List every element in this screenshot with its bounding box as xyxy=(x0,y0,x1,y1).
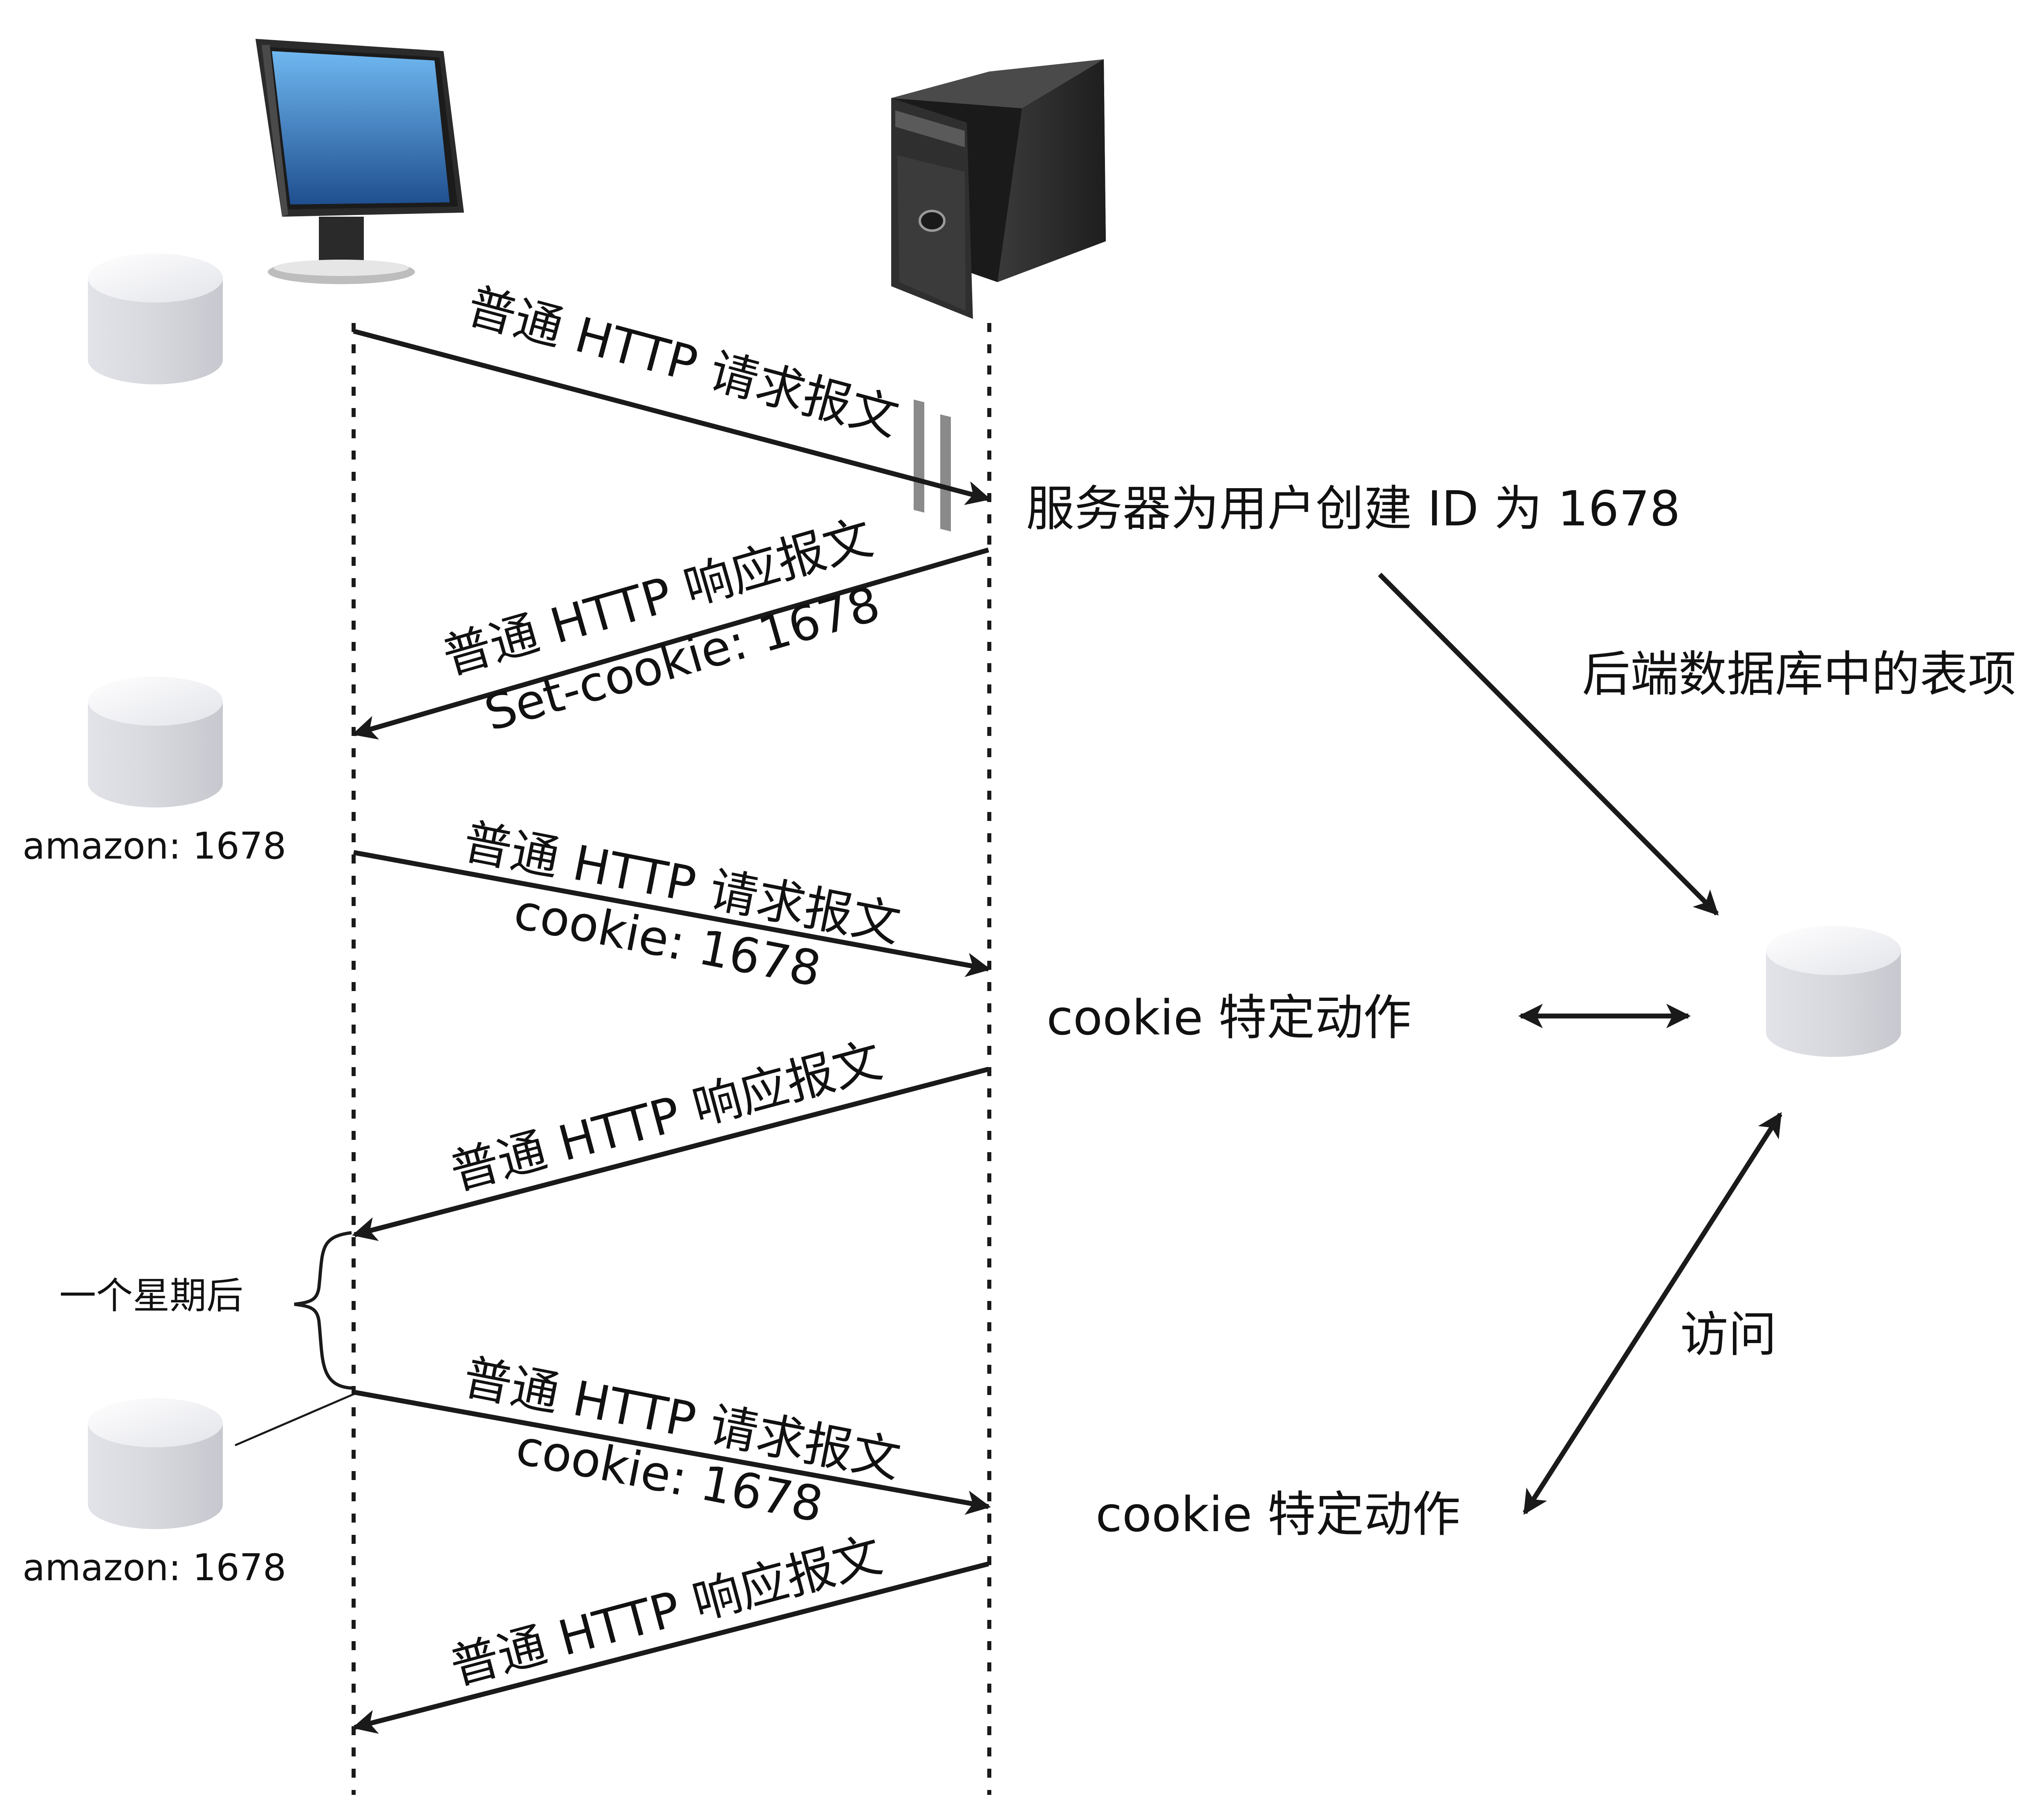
response-arrow xyxy=(352,547,989,740)
request-arrow xyxy=(353,329,991,505)
connector-line xyxy=(235,1393,354,1447)
one-week-brace xyxy=(294,1231,352,1390)
server-tower-icon xyxy=(891,59,1106,532)
response-label: 普通 HTTP 响应报文 xyxy=(445,1032,888,1201)
request-arrow xyxy=(353,1390,991,1515)
create-id-note: 服务器为用户创建 ID 为 1678 xyxy=(1026,480,1681,537)
one-week-later-label: 一个星期后 xyxy=(59,1274,243,1317)
access-note: 访问 xyxy=(1680,1306,1777,1363)
cookie-store-label: amazon: 1678 xyxy=(22,1546,286,1589)
response-label: 普通 HTTP 响应报文 xyxy=(445,1526,888,1696)
cookie-store-label: amazon: 1678 xyxy=(22,825,286,868)
request-label: 普通 HTTP 请求报文 xyxy=(462,277,905,446)
database-cylinder-icon xyxy=(88,253,223,384)
database-cylinder-icon xyxy=(88,1398,223,1529)
access-arrow xyxy=(1522,1112,1783,1515)
desktop-computer-icon xyxy=(256,39,464,284)
database-cylinder-icon xyxy=(88,677,223,807)
cookie-action-note: cookie 特定动作 xyxy=(1096,1486,1461,1543)
backend-entry-note: 后端数据库中的表项 xyxy=(1582,646,2016,702)
response-arrow xyxy=(352,1067,989,1241)
request-arrow xyxy=(353,850,991,977)
backend-arrow xyxy=(1378,572,1719,916)
cookie-action-note: cookie 特定动作 xyxy=(1047,989,1412,1046)
database-cylinder-icon xyxy=(1766,926,1901,1057)
response-arrow xyxy=(352,1561,989,1734)
